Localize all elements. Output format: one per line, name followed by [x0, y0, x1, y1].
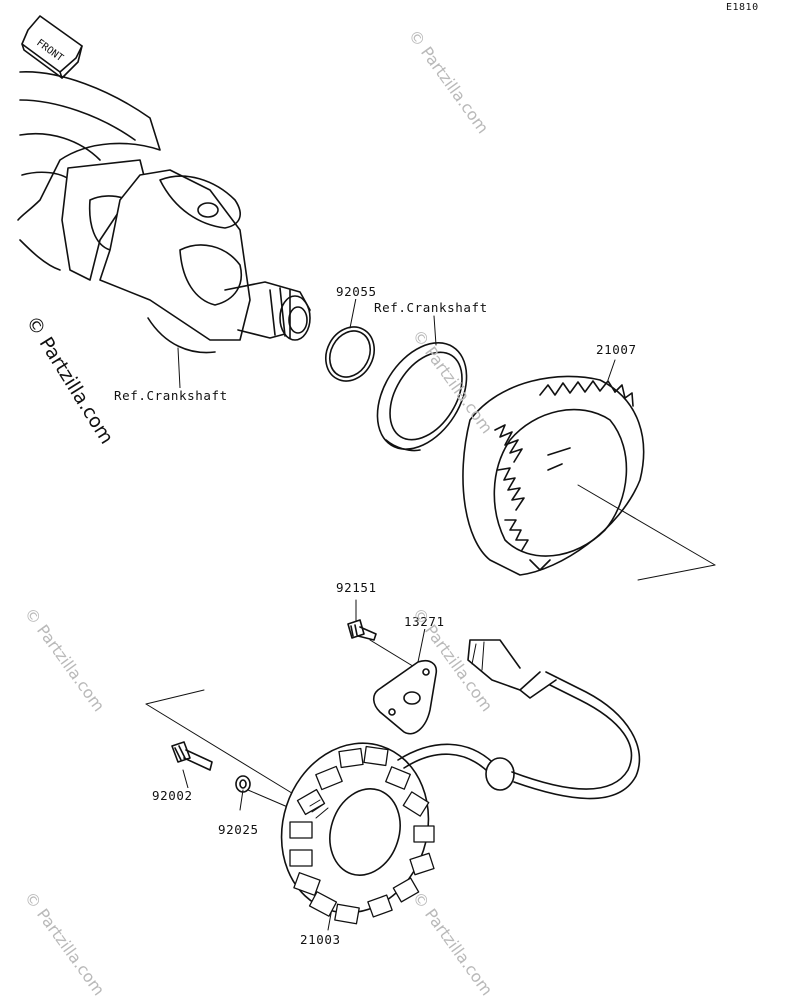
- part-13271-label: 13271: [404, 614, 445, 629]
- wire-harness: [397, 639, 641, 800]
- part-92025-label: 92025: [218, 822, 259, 837]
- rotor-21007: [462, 375, 645, 576]
- oil-seal: [376, 342, 468, 452]
- crankshaft: [17, 71, 311, 354]
- ref-crankshaft-label-top: Ref.Crankshaft: [374, 300, 488, 315]
- leader-lines: [145, 297, 716, 931]
- part-92002-label: 92002: [152, 788, 193, 803]
- stator-21003: [280, 742, 435, 925]
- parts-diagram: FRONT: [17, 2, 759, 999]
- bolt-92002: [171, 741, 213, 771]
- diagram-drawing: FRONT: [17, 15, 716, 931]
- ring-92055: [325, 326, 375, 382]
- part-21007-label: 21007: [596, 342, 637, 357]
- diagram-code: E1810: [726, 2, 759, 13]
- plate-13271: [372, 659, 438, 735]
- ref-crankshaft-label-left: Ref.Crankshaft: [114, 388, 228, 403]
- part-21003-label: 21003: [300, 932, 341, 947]
- part-92055-label: 92055: [336, 284, 377, 299]
- washer-92025: [235, 775, 251, 793]
- bolt-92151: [347, 619, 377, 641]
- part-92151-label: 92151: [336, 580, 377, 595]
